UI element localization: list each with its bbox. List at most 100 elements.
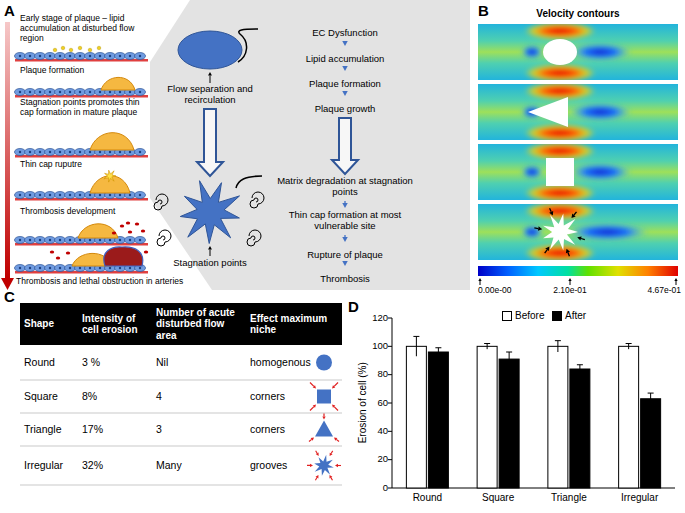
endothelial-cell xyxy=(15,149,26,156)
cell-nucleus xyxy=(109,55,111,57)
category-label: Round xyxy=(413,492,442,504)
cell-nucleus xyxy=(49,55,51,57)
node-text: Flow separation and recirculation xyxy=(160,84,260,106)
endothelial-cell xyxy=(115,53,126,60)
bar xyxy=(477,346,497,488)
scale-value: 0.00e-00 xyxy=(478,286,512,296)
cell-nucleus xyxy=(49,91,51,93)
cell-nucleus xyxy=(39,239,41,241)
endothelial-cell xyxy=(15,237,26,244)
corner-arrow-head xyxy=(332,405,335,408)
lipid-dot xyxy=(97,46,101,50)
endothelial-cell xyxy=(55,53,66,60)
cell-nucleus xyxy=(99,91,101,93)
tick xyxy=(388,459,392,460)
step-text: Rupture of plaque xyxy=(307,250,383,261)
endothelial-cell xyxy=(35,53,46,60)
blood-cell xyxy=(50,250,54,253)
legend-text: After xyxy=(565,310,586,322)
cell-nucleus xyxy=(69,151,71,153)
cell-nucleus xyxy=(139,194,141,196)
table-rule xyxy=(20,413,342,414)
endothelial-cell xyxy=(65,149,76,156)
corner-arrow xyxy=(334,407,338,411)
caption: Thrombosis and lethal obstruction in art… xyxy=(16,277,183,287)
endothelial-cell xyxy=(105,53,116,60)
cell-nucleus xyxy=(89,267,91,269)
axis-title: Erosion of cell (%) xyxy=(356,362,368,443)
background-wedge xyxy=(150,0,470,290)
table-cell: corners xyxy=(250,390,285,402)
cell-nucleus xyxy=(119,267,121,269)
cell-nucleus xyxy=(129,267,131,269)
table-cell: corners xyxy=(250,423,285,435)
stagnation-arrow-head xyxy=(566,249,570,254)
corner-arrow-head xyxy=(313,405,316,408)
error-bar xyxy=(628,344,629,350)
tick xyxy=(388,488,392,489)
cell-nucleus xyxy=(59,55,61,57)
bar xyxy=(428,352,448,488)
cell-nucleus xyxy=(59,194,61,196)
irregular-icon xyxy=(314,455,334,476)
step-text: Lipid accumulation xyxy=(306,54,385,65)
step-text: Thrombosis xyxy=(320,274,370,285)
triangle-obstacle xyxy=(528,97,568,127)
endothelial-cell xyxy=(15,53,26,60)
caption: Thrombosis development xyxy=(20,207,115,217)
shape-node: Flow separation and recirculation xyxy=(160,26,260,107)
cell-nucleus xyxy=(49,267,51,269)
endothelial-cell xyxy=(95,53,106,60)
cell-nucleus xyxy=(69,267,71,269)
category-label: Irregular xyxy=(621,492,658,504)
endothelial-cell xyxy=(15,89,26,96)
cell-nucleus xyxy=(59,91,61,93)
corner-arrow-head xyxy=(334,438,337,441)
cell-nucleus xyxy=(129,194,131,196)
table-header xyxy=(20,303,342,345)
caption: Stagnation points promotes thin cap form… xyxy=(20,98,148,118)
flow-step: EC Dysfunction xyxy=(310,22,380,40)
groove-arrow xyxy=(307,465,310,466)
error-cap xyxy=(413,336,419,337)
stagnation-arrow xyxy=(550,208,552,212)
endothelial-cell xyxy=(45,237,56,244)
cell-nucleus xyxy=(49,239,51,241)
contour-panel xyxy=(478,84,678,140)
irregular-obstacle xyxy=(543,213,578,250)
blood-cell xyxy=(66,251,70,254)
high-velocity xyxy=(524,84,596,100)
tick-label: 40 xyxy=(377,426,388,437)
stagnation-arrow xyxy=(574,212,577,215)
corner-arrow xyxy=(310,407,314,411)
error-cap xyxy=(577,364,583,365)
bar xyxy=(570,369,590,488)
contour-blobs xyxy=(521,204,649,260)
table-cell: 17% xyxy=(82,423,103,435)
square-icon xyxy=(317,390,331,404)
groove-arrow-head xyxy=(329,475,332,478)
blood-cell xyxy=(128,230,132,233)
triangle-icon xyxy=(315,421,333,437)
leader-arrow xyxy=(210,76,211,84)
scale-arrow-head xyxy=(478,278,481,281)
cell-nucleus xyxy=(59,267,61,269)
contour-blobs xyxy=(521,144,632,200)
plaque xyxy=(90,133,134,150)
table-rule xyxy=(20,380,342,381)
wake xyxy=(568,43,632,61)
block-arrow xyxy=(332,118,358,174)
thin-arrow-head xyxy=(342,237,348,242)
endothelial-cell xyxy=(65,237,76,244)
flow-arrow xyxy=(342,91,348,96)
flow-arrow xyxy=(342,261,348,266)
endothelial-cell xyxy=(25,237,36,244)
high-velocity xyxy=(524,64,596,80)
vortex-swirl xyxy=(154,194,168,210)
legend-swatch xyxy=(502,311,512,321)
tick xyxy=(388,318,392,319)
cell-nucleus xyxy=(139,91,141,93)
high-velocity xyxy=(524,124,596,140)
vortex-swirl xyxy=(247,230,261,246)
thrombus xyxy=(104,247,143,266)
